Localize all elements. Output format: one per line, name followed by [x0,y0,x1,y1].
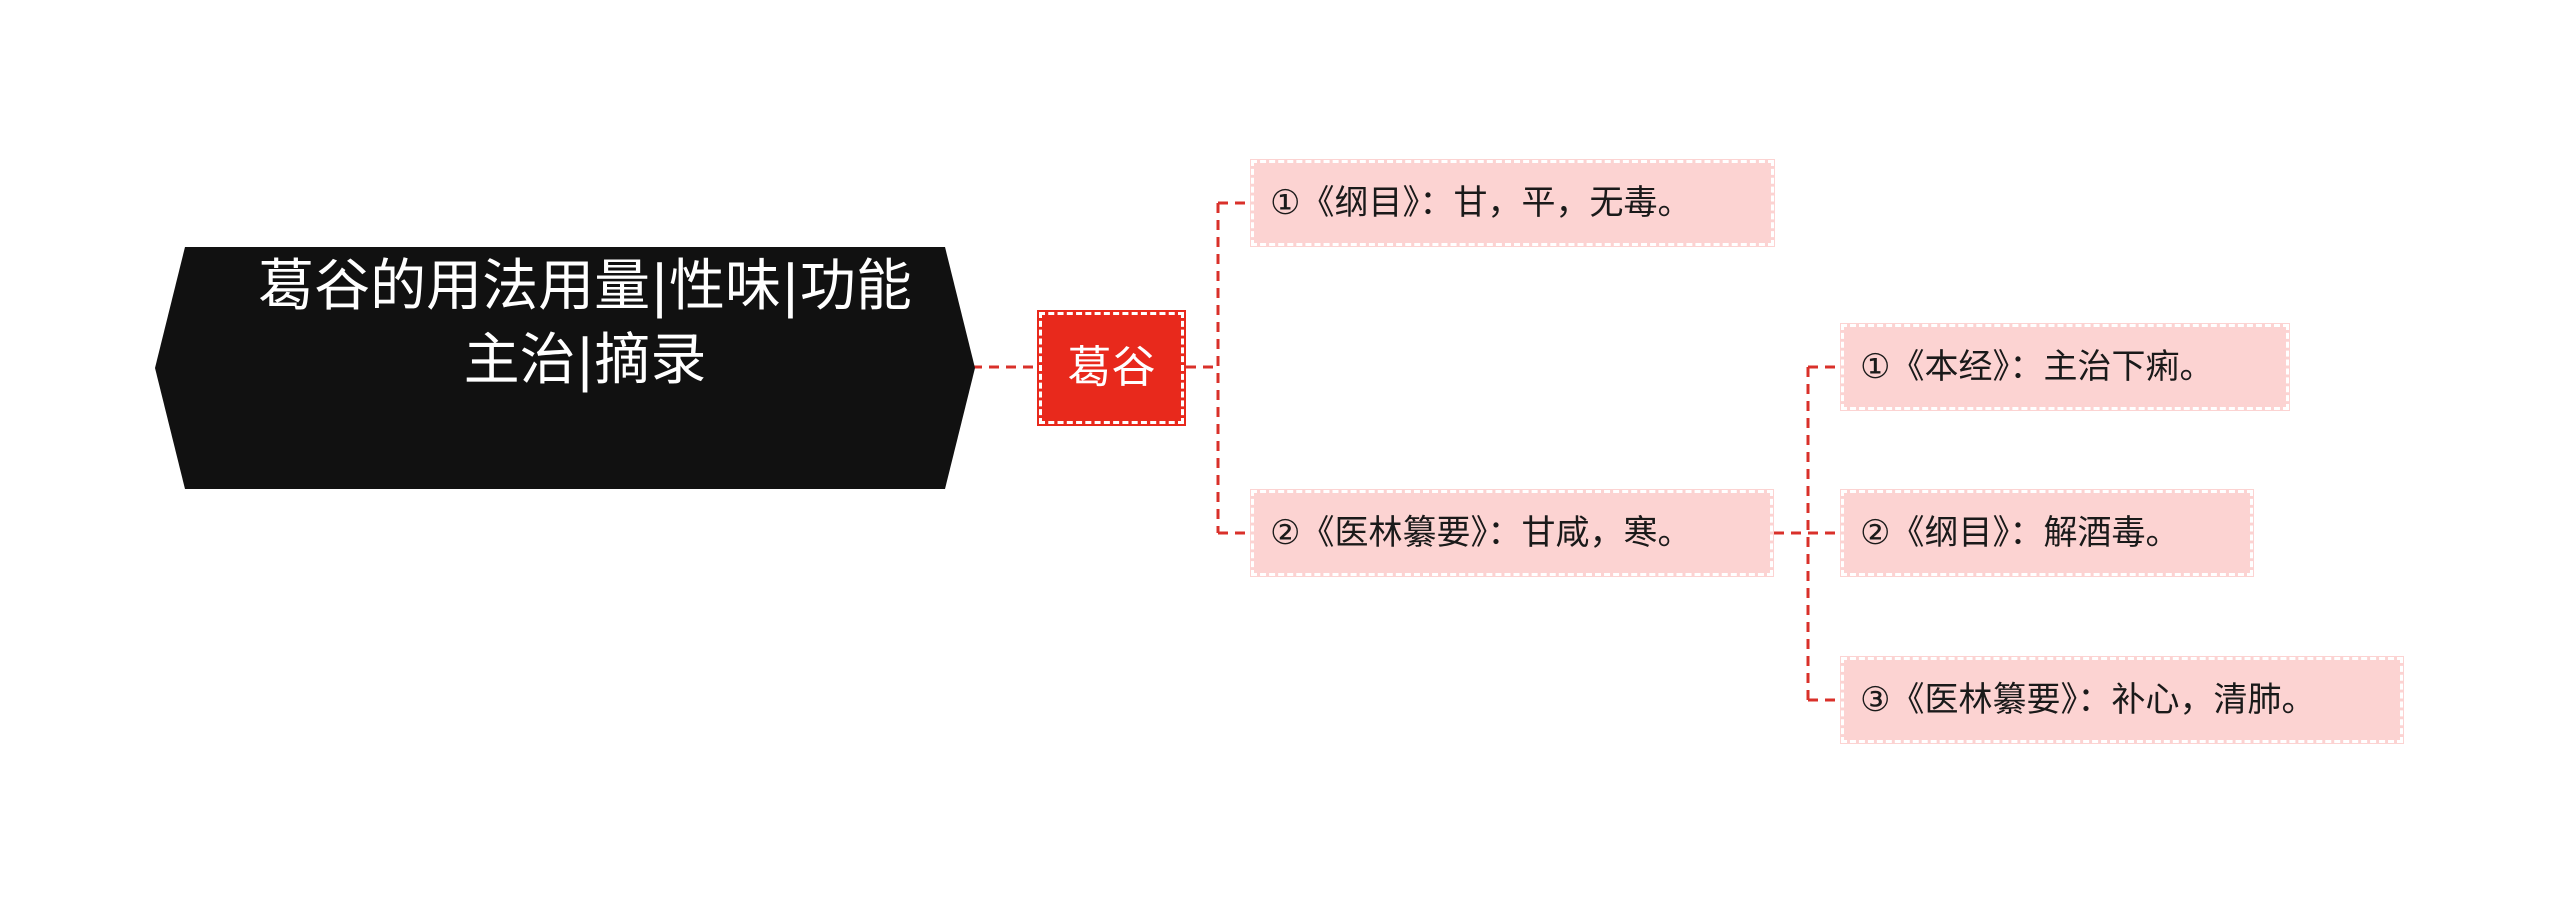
branch-gangmu-property[interactable]: ①《纲目》：甘，平，无毒。 [1250,159,1775,247]
root-title: 葛谷的用法用量|性味|功能 主治|摘录 [190,250,980,398]
branch-to-leaves-connector [1774,365,1838,702]
root-hexagon-shape [155,247,975,489]
leaf-yilin-indication[interactable]: ③《医林纂要》：补心，清肺。 [1840,656,2404,744]
leaf-benjing-indication[interactable]: ①《本经》：主治下痢。 [1840,323,2290,411]
branch-yilin-property[interactable]: ②《医林纂要》：甘咸，寒。 [1250,489,1774,577]
root-title-line-2: 主治|摘录 [463,328,707,393]
leaf-gangmu-indication[interactable]: ②《纲目》：解酒毒。 [1840,489,2254,577]
root-topic[interactable] [155,247,975,489]
hub-topic[interactable]: 葛谷 [1037,310,1186,426]
root-title-line-1: 葛谷的用法用量|性味|功能 [258,254,912,319]
hub-to-branches-connector [1186,201,1248,535]
